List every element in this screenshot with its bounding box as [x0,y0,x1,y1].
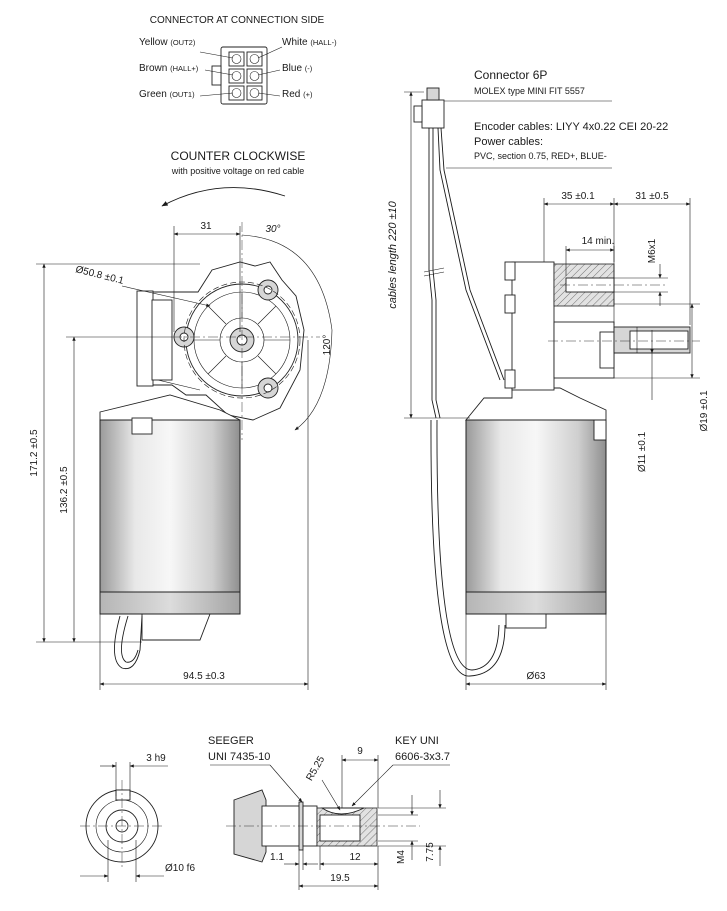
dim-width: 94.5 ±0.3 [183,671,225,682]
dim-d19: Ø19 ±0.1 [699,390,710,432]
dim-d63: Ø63 [527,671,546,682]
dim-bolt-offset: 31 [200,221,212,232]
pin-white-label: White (HALL-) [282,37,337,48]
dim-thread: M6x1 [647,238,658,263]
pin-brown-label: Brown (HALL+) [139,63,199,74]
connector-title: Connector 6P [474,68,547,82]
power-cables-spec: PVC, section 0.75, RED+, BLUE- [474,151,607,161]
dim-19-5: 19.5 [330,873,350,884]
dim-cable-length: cables length 220 ±10 [387,200,399,308]
dim-total-height: 171.2 ±0.5 [29,429,40,477]
dim-3h9: 3 h9 [146,753,166,764]
rotation-note: with positive voltage on red cable [171,166,305,176]
seeger-label: SEEGER [208,735,254,747]
dim-m4: M4 [396,850,407,864]
motor-body [99,419,241,593]
dim-12: 12 [349,852,361,863]
encoder-cables: Encoder cables: LIYY 4x0.22 CEI 20-22 [474,121,668,133]
side-motor-body [465,419,607,593]
dim-d10: Ø10 f6 [165,863,195,874]
rotation-title: COUNTER CLOCKWISE [171,149,306,163]
key-label: KEY UNI [395,735,439,747]
pin-green-label: Green (OUT1) [139,89,195,100]
dim-angle-large: 120° [322,335,333,356]
connector-pins [228,51,263,101]
rotation-arrow [161,187,286,207]
dim-d11: Ø11 ±0.1 [637,431,648,472]
dim-7-75: 7.75 [425,842,436,862]
dim-bolt-circle: Ø50.8 ±0.1 [74,264,125,287]
power-cables: Power cables: [474,136,543,148]
shaft-detail: 3 h9 Ø10 f6 SEEGER UNI 7435-10 KEY UNI 6… [80,735,450,890]
dim-axis-height: 136.2 ±0.5 [59,466,70,514]
side-view: Connector 6P MOLEX type MINI FIT 5557 En… [387,68,710,690]
pin-red-label: Red (+) [282,89,313,100]
connector-diagram: CONNECTOR AT CONNECTION SIDE Yellow (OUT… [139,15,337,105]
pin-yellow-label: Yellow (OUT2) [139,37,196,48]
seeger-spec: UNI 7435-10 [208,751,270,763]
dim-9: 9 [357,746,363,757]
dim-1-1: 1.1 [270,852,284,863]
side-gearbox [511,261,555,391]
key-spec: 6606-3x3.7 [395,751,450,763]
connector-title: CONNECTOR AT CONNECTION SIDE [150,15,325,26]
dim-14: 14 min. [582,236,615,247]
dim-angle-small: 30° [265,224,280,235]
front-view: COUNTER CLOCKWISE with positive voltage … [29,149,333,690]
connector-plug [421,99,445,129]
dim-31: 31 ±0.5 [635,191,669,202]
dim-r: R5.25 [304,754,327,783]
connector-type: MOLEX type MINI FIT 5557 [474,86,585,96]
dim-35: 35 ±0.1 [561,191,595,202]
pin-blue-label: Blue (-) [282,63,313,74]
